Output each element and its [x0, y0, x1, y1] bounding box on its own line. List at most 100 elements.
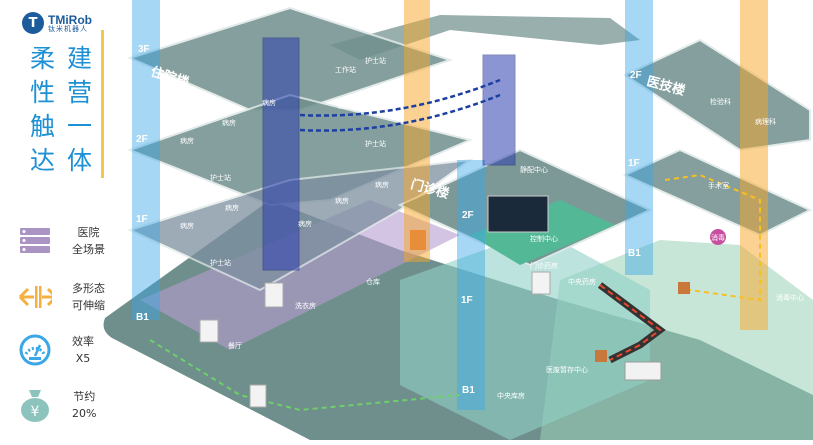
room-label: 病房	[222, 118, 236, 127]
room-label: 病房	[338, 101, 352, 110]
room-label: 检验科	[710, 97, 731, 106]
outpatient-b1-block	[400, 230, 650, 440]
inpatient-3f-floor	[127, 6, 454, 111]
inpatient-2f-floor	[127, 93, 474, 207]
room-label: 病房	[335, 196, 349, 205]
route-yellow	[664, 173, 761, 302]
tech-shaft	[625, 0, 653, 275]
floor-label: 1F	[461, 295, 473, 306]
robot-icon	[199, 319, 219, 343]
cargo-box-icon	[595, 350, 607, 362]
slogan-char: 一	[67, 112, 93, 141]
slogan-char: 建	[67, 44, 93, 73]
floor-label: 1F	[136, 214, 148, 225]
feature-line: 节约	[73, 390, 96, 403]
room-label: 护士站	[210, 258, 231, 267]
feature-savings: ¥ 节约 20%	[18, 388, 118, 422]
robot-icon	[264, 282, 284, 308]
room-label: 病房	[375, 93, 389, 102]
tech-1f-floor	[622, 148, 813, 237]
dashboard-screen	[487, 195, 549, 233]
room-label: 护士站	[365, 139, 386, 148]
ground-plane	[103, 200, 813, 440]
room-label: 静配中心	[520, 165, 548, 174]
svg-text:¥: ¥	[31, 404, 40, 420]
outpatient-2f-floor	[397, 148, 653, 267]
control-center-floor	[470, 200, 615, 265]
building-name-tech: 医技楼	[645, 73, 687, 99]
slogan-char: 营	[67, 78, 93, 107]
slogan-char: 性	[30, 78, 56, 107]
room-label: 护士站	[365, 56, 386, 65]
road	[597, 282, 666, 364]
server-icon	[18, 224, 52, 258]
skybridge	[330, 15, 640, 60]
room-label: 洗衣房	[295, 301, 316, 310]
floor-label: B1	[628, 248, 641, 259]
room-label: 餐厅	[228, 341, 242, 350]
feature-line: 可伸缩	[72, 299, 105, 312]
logo-mark-icon: T	[22, 12, 44, 34]
feature-line: 医院	[77, 226, 100, 239]
robot-icon	[531, 271, 551, 295]
room-label: 病房	[225, 203, 239, 212]
floor-label: B1	[462, 385, 475, 396]
route-blue	[299, 78, 501, 117]
room-label: 中央药房	[568, 277, 596, 286]
room-label: 控制中心	[530, 234, 558, 243]
elevator-inpatient	[262, 37, 300, 271]
building-name-outpatient: 门诊楼	[409, 176, 451, 202]
room-label: 工作站	[335, 65, 356, 74]
room-label: 病理科	[755, 117, 776, 126]
feature-line: 多形态	[72, 282, 105, 295]
slogan-divider	[101, 30, 104, 178]
room-label: 消毒中心	[776, 293, 804, 302]
feature-line: 20%	[72, 407, 97, 420]
disinfect-badge	[710, 229, 726, 245]
room-label: 手术室	[708, 181, 729, 190]
room-label: 病房	[180, 136, 194, 145]
feature-scalable: 多形态可伸缩	[18, 280, 118, 314]
money-bag-icon: ¥	[18, 388, 52, 422]
speedometer-icon	[18, 333, 52, 367]
robot-icon	[249, 384, 267, 408]
logo-cn: 钛米机器人	[48, 24, 88, 33]
purple-basement-zone	[140, 200, 460, 350]
floor-label: B1	[136, 312, 149, 323]
elevator-outpatient	[482, 54, 516, 166]
floor-label: 1F	[628, 158, 640, 169]
slogan-char: 触	[30, 112, 56, 141]
slogan-char: 体	[67, 146, 93, 175]
route-green	[149, 339, 461, 412]
green-zone	[540, 240, 813, 440]
feature-full-scene: 医院全场景	[18, 224, 118, 258]
brand-logo: T TMiRob 钛米机器人	[22, 12, 92, 34]
logo-en: TMiRob	[48, 12, 92, 27]
room-label: 门诊药房	[530, 261, 558, 270]
room-label: 病房	[375, 180, 389, 189]
inpatient-1f-floor	[127, 158, 474, 292]
room-label: 护士站	[210, 173, 231, 182]
slogan: 柔 性 触 达 建 营 一 体	[30, 42, 92, 178]
floor-label: 2F	[630, 70, 642, 81]
expand-arrows-icon	[18, 280, 52, 314]
floor-label: 3F	[138, 44, 150, 55]
feature-line: X5	[75, 352, 91, 365]
orange-shaft-tech	[740, 0, 768, 330]
room-label: 医废暂存中心	[546, 365, 588, 374]
slogan-char: 达	[30, 146, 56, 175]
delivery-truck-icon	[624, 361, 662, 381]
orange-shaft-inpatient	[404, 0, 430, 262]
floor-label: 2F	[136, 134, 148, 145]
feature-line: 全场景	[72, 243, 105, 256]
room-label: 病房	[180, 221, 194, 230]
cargo-box-icon	[678, 282, 690, 294]
room-label: 仓库	[366, 277, 380, 286]
route-red	[599, 284, 662, 361]
slogan-char: 柔	[30, 44, 56, 73]
building-name-inpatient: 住院楼	[149, 64, 191, 91]
room-label: 中央库房	[497, 391, 525, 400]
route-blue	[299, 93, 501, 132]
